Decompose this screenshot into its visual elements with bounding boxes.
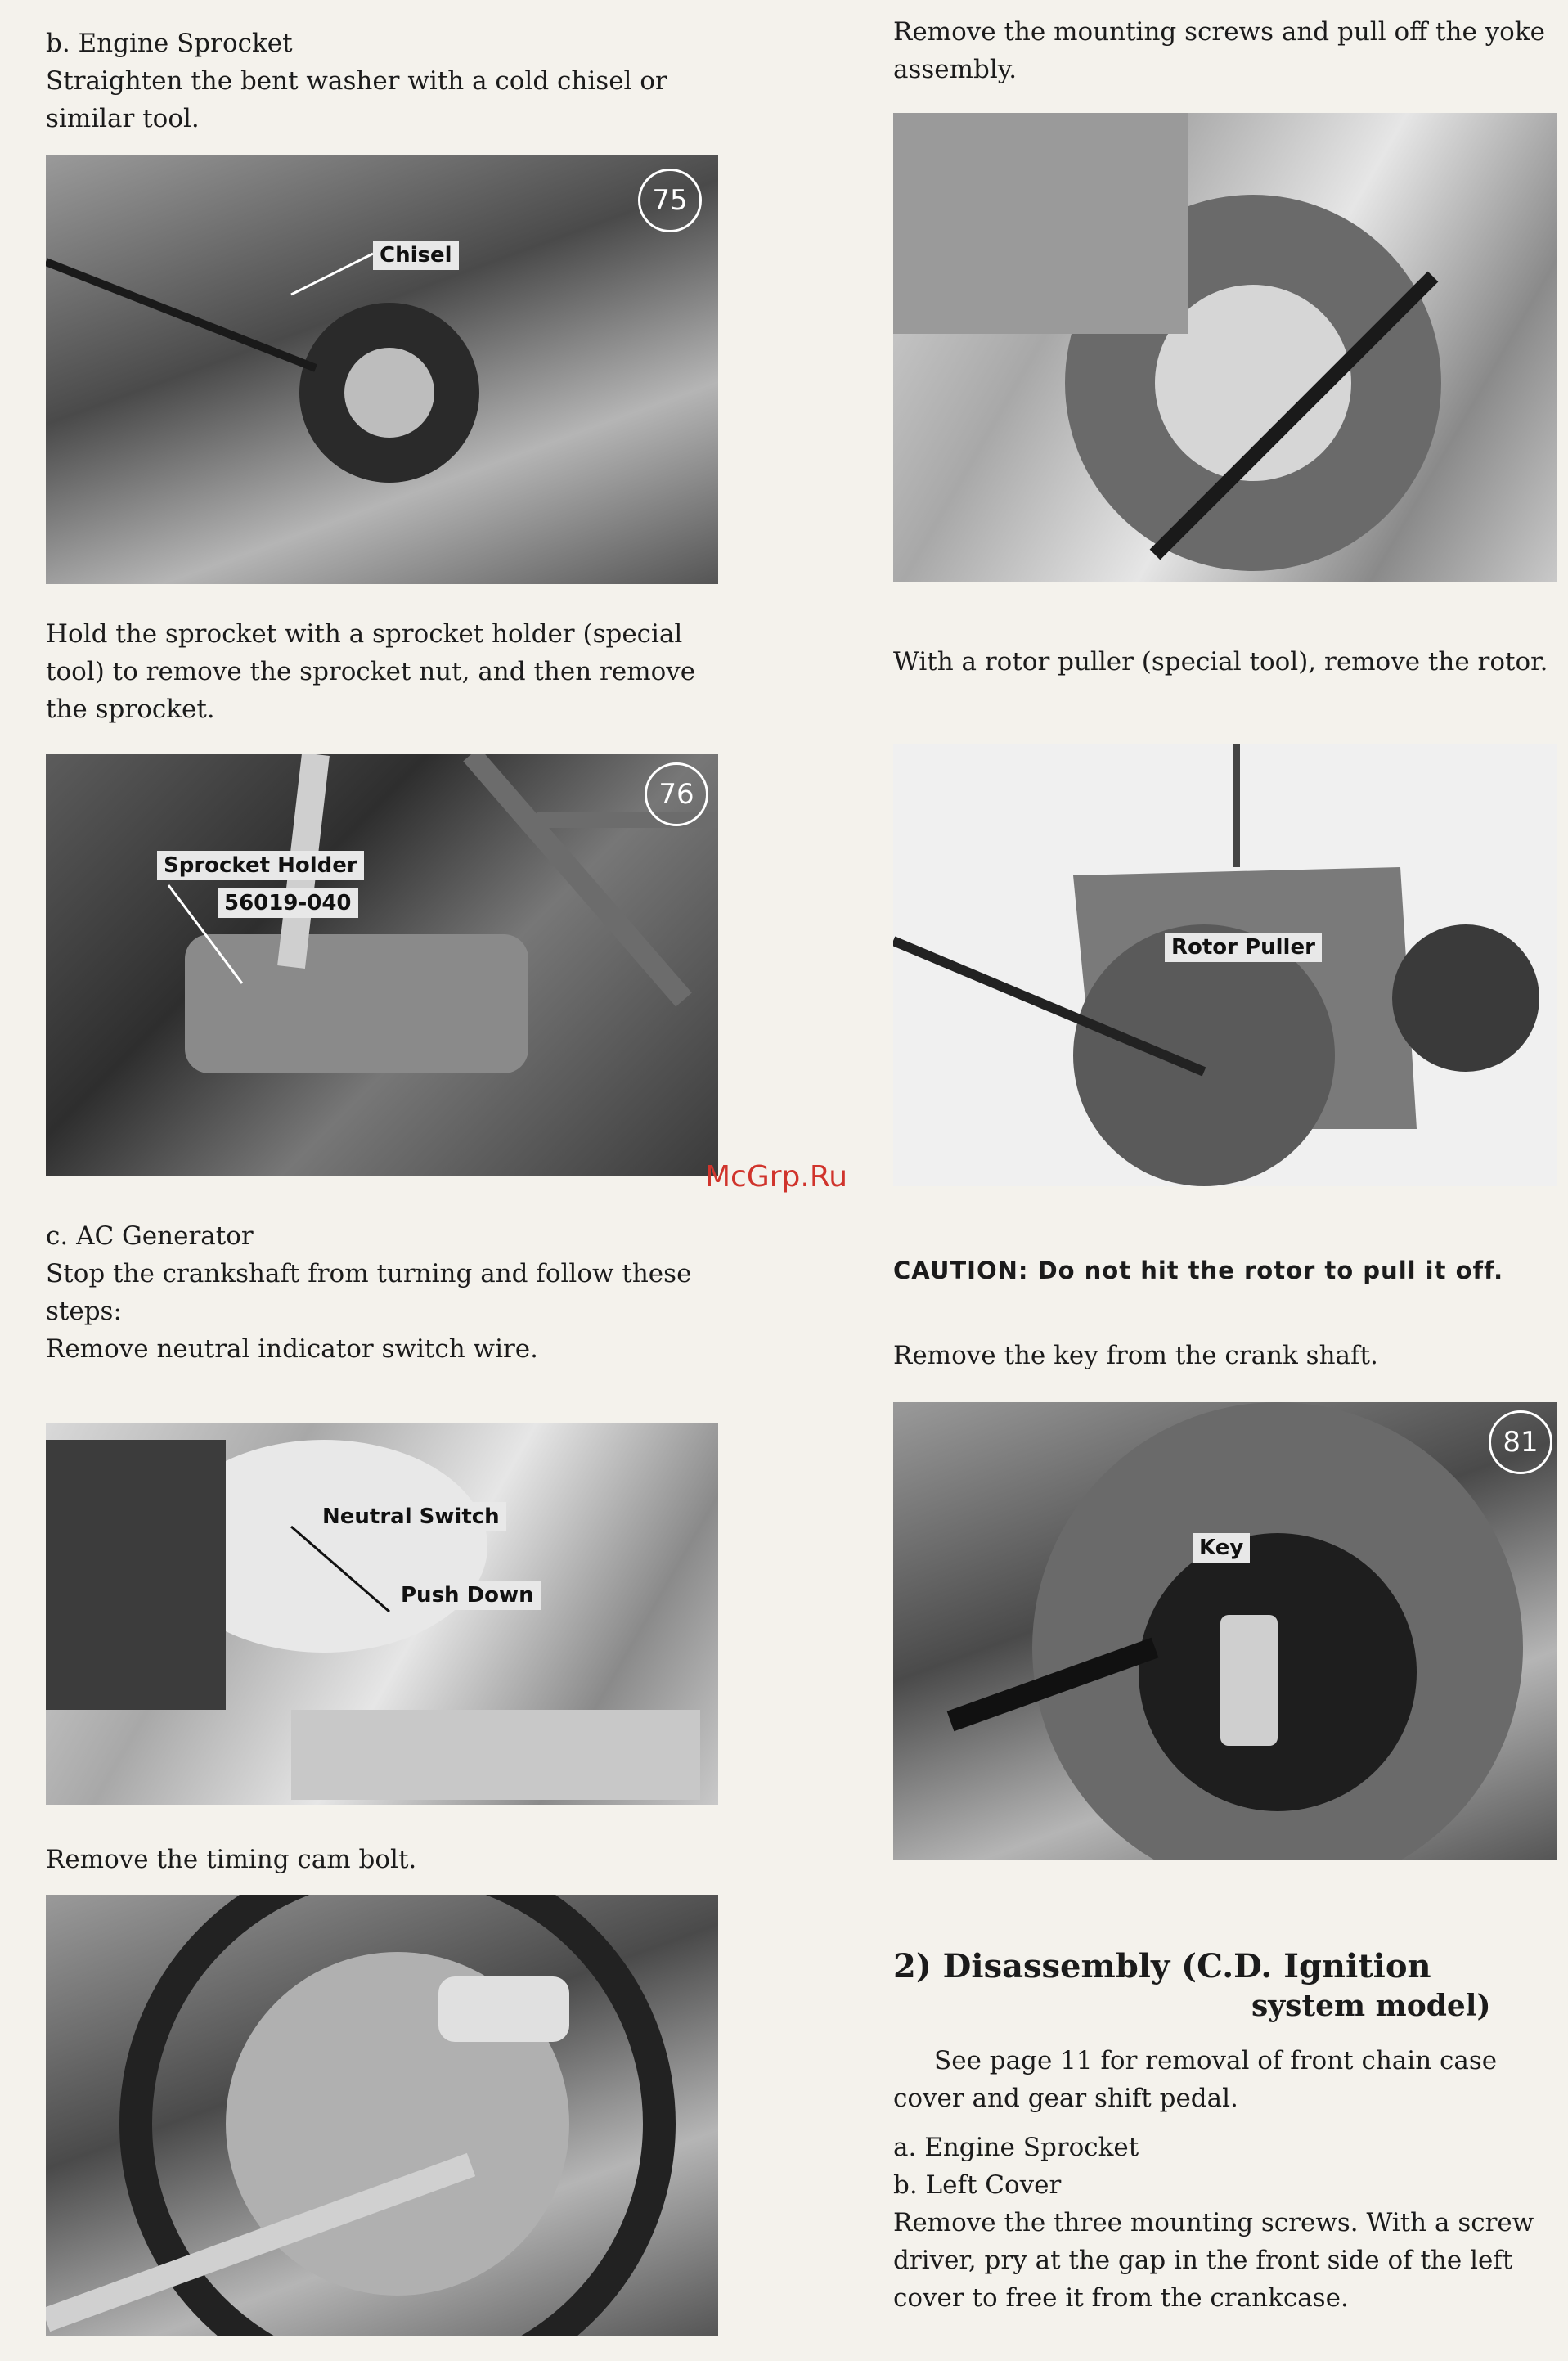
rotor-puller-illustration xyxy=(893,744,1557,1186)
item-engine-sprocket: a. Engine Sprocket xyxy=(893,2133,1139,2162)
chisel-callout: Chisel xyxy=(373,241,459,270)
disassembly-heading: 2) Disassembly (C.D. Ignition system mod… xyxy=(893,1947,1564,2026)
rotor-puller-callout: Rotor Puller xyxy=(1165,933,1322,962)
sprocket-holder-callout: Sprocket Holder xyxy=(157,851,364,880)
figure-79-photo xyxy=(893,113,1557,582)
left-cover-text: Remove the three mounting screws. With a… xyxy=(893,2208,1534,2313)
timing-cam-illustration xyxy=(46,1895,676,2336)
part-number-callout: 56019-040 xyxy=(218,888,358,918)
figure-81-number: 81 xyxy=(1489,1410,1552,1474)
sprocket-holder-illustration xyxy=(167,754,717,1073)
push-down-callout: Push Down xyxy=(394,1581,541,1610)
figure-80-photo: Rotor Puller xyxy=(893,744,1557,1186)
yoke-assembly-text: Remove the mounting screws and pull off … xyxy=(893,17,1545,84)
ac-generator-text: Stop the crankshaft from turning and fol… xyxy=(46,1259,692,1326)
neutral-switch-illustration xyxy=(46,1440,700,1800)
item-left-cover: b. Left Cover xyxy=(893,2170,1062,2200)
figure-81-photo: 81 Key xyxy=(893,1402,1557,1860)
figure-78-photo xyxy=(46,1895,718,2336)
engine-sprocket-section: b. Engine Sprocket Straighten the bent w… xyxy=(46,25,725,137)
disassembly-heading-line1: 2) Disassembly (C.D. Ignition xyxy=(893,1947,1431,1985)
see-page-text: See page 11 for removal of front chain c… xyxy=(893,2046,1498,2113)
ac-generator-heading: c. AC Generator xyxy=(46,1221,254,1251)
sprocket-holder-text: Hold the sprocket with a sprocket holder… xyxy=(46,619,696,724)
ac-generator-section: c. AC Generator Stop the crankshaft from… xyxy=(46,1217,725,1368)
neutral-switch-callout: Neutral Switch xyxy=(316,1502,506,1531)
left-cover-section: a. Engine Sprocket b. Left Cover Remove … xyxy=(893,2129,1564,2317)
timing-cam-text: Remove the timing cam bolt. xyxy=(46,1845,417,1874)
engine-sprocket-heading: b. Engine Sprocket xyxy=(46,29,293,58)
rotor-puller-text: With a rotor puller (special tool), remo… xyxy=(893,647,1548,677)
watermark: McGrp.Ru xyxy=(705,1160,848,1194)
sprocket-illustration xyxy=(46,252,479,483)
crankshaft-key-illustration xyxy=(946,1402,1523,1860)
yoke-assembly-illustration xyxy=(893,113,1441,571)
figure-76-photo: 76 Sprocket Holder 56019-040 xyxy=(46,754,718,1176)
remove-key-text: Remove the key from the crank shaft. xyxy=(893,1341,1378,1370)
caution-note: CAUTION: Do not hit the rotor to pull it… xyxy=(893,1257,1504,1284)
key-callout: Key xyxy=(1193,1533,1251,1563)
figure-75-photo: 75 Chisel xyxy=(46,155,718,584)
disassembly-heading-line2: system model) xyxy=(1251,1989,1491,2023)
neutral-wire-text: Remove neutral indicator switch wire. xyxy=(46,1334,539,1364)
figure-77-photo: Neutral Switch Push Down xyxy=(46,1423,718,1805)
figure-75-number: 75 xyxy=(638,169,702,232)
figure-76-number: 76 xyxy=(645,762,708,826)
engine-sprocket-text: Straighten the bent washer with a cold c… xyxy=(46,66,667,133)
